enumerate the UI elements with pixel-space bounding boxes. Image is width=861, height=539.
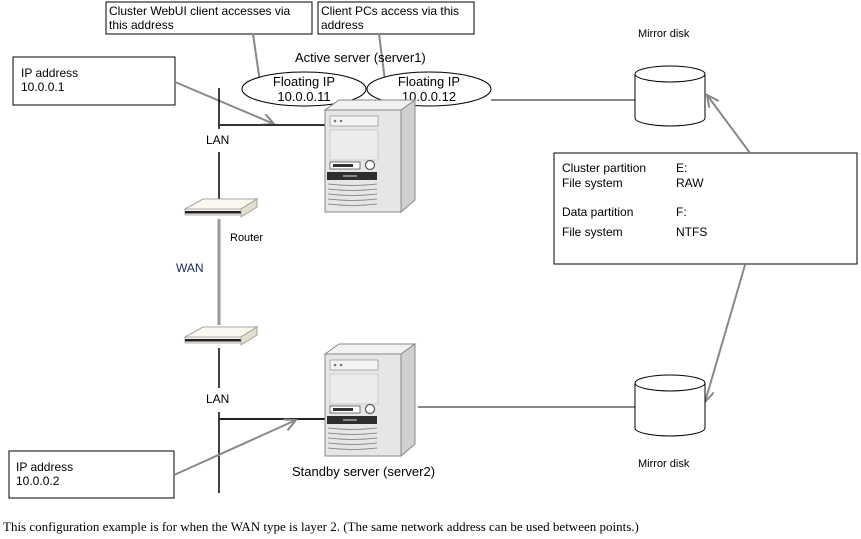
floating-ip-1-address: 10.0.0.11 bbox=[277, 89, 330, 104]
ip-box-server2-address: 10.0.0.2 bbox=[16, 474, 60, 488]
ip-box-server2-arrow bbox=[173, 420, 296, 476]
partition-row-4-name: File system bbox=[562, 225, 623, 239]
ip-box-server1-arrow bbox=[174, 81, 274, 124]
ip-box-server1-label: IP address bbox=[21, 66, 78, 80]
partition-to-top-disk-arrow bbox=[707, 95, 751, 154]
ip-box-server1-address: 10.0.0.1 bbox=[21, 80, 65, 94]
callout-client-pcs-line1: Client PCs access via this bbox=[321, 4, 459, 18]
callout-webui: Cluster WebUI client accesses via this a… bbox=[105, 1, 313, 35]
router-top-icon bbox=[183, 198, 259, 218]
floating-ip-2-label: Floating IP bbox=[398, 74, 460, 89]
mirror-disk-top-icon bbox=[634, 65, 706, 127]
partition-info-box: Cluster partition E: File system RAW Dat… bbox=[553, 152, 858, 265]
floating-ip-1: Floating IP 10.0.0.11 bbox=[241, 71, 367, 107]
callout-webui-line2: this address bbox=[109, 18, 174, 32]
callout-webui-line1: Cluster WebUI client accesses via bbox=[109, 4, 291, 18]
active-server-icon bbox=[323, 99, 417, 214]
router-label: Router bbox=[230, 232, 263, 244]
ip-box-server2-label: IP address bbox=[16, 460, 73, 474]
mirror-disk-top-label: Mirror disk bbox=[638, 28, 690, 40]
router-bottom-icon bbox=[183, 326, 259, 346]
lan-top-label: LAN bbox=[206, 133, 229, 147]
partition-row-2-name: File system bbox=[562, 176, 623, 190]
callout-client-pcs: Client PCs access via this address bbox=[317, 1, 475, 35]
wan-label: WAN bbox=[176, 261, 204, 275]
mirror-disk-bottom-label: Mirror disk bbox=[638, 458, 690, 470]
partition-row-1-name: Cluster partition bbox=[562, 161, 646, 175]
lan-bottom-label: LAN bbox=[206, 392, 229, 406]
standby-server-label: Standby server (server2) bbox=[292, 464, 435, 479]
partition-row-4-value: NTFS bbox=[676, 225, 707, 239]
mirror-disk-bottom-icon bbox=[634, 374, 706, 437]
standby-server-icon bbox=[323, 343, 417, 458]
partition-row-3-name: Data partition bbox=[562, 205, 633, 219]
partition-row-2-value: RAW bbox=[676, 176, 704, 190]
ip-box-server1: IP address 10.0.0.1 bbox=[12, 56, 176, 106]
floating-ip-1-label: Floating IP bbox=[273, 74, 335, 89]
partition-row-1-value: E: bbox=[676, 161, 687, 175]
active-server-label: Active server (server1) bbox=[295, 50, 426, 65]
ip-box-server2: IP address 10.0.0.2 bbox=[8, 450, 175, 499]
floating-ip-2: Floating IP 10.0.0.12 bbox=[366, 71, 492, 107]
partition-row-3-value: F: bbox=[676, 205, 687, 219]
callout-client-pcs-line2: address bbox=[321, 18, 364, 32]
diagram-caption: This configuration example is for when t… bbox=[3, 519, 639, 534]
partition-to-bottom-disk-arrow bbox=[705, 264, 746, 402]
